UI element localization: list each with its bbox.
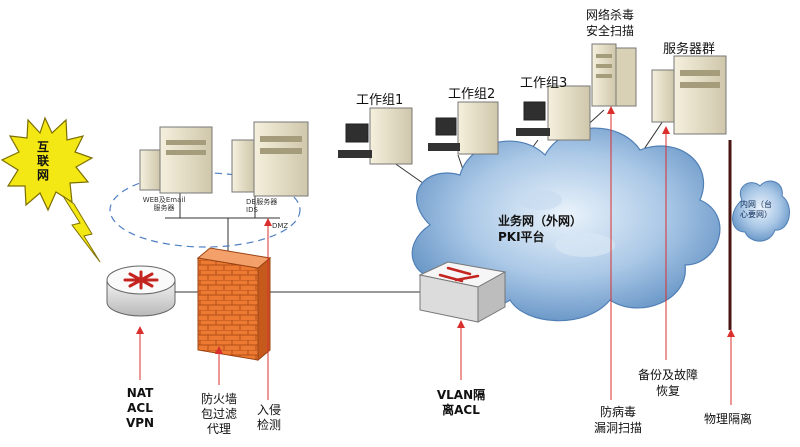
firewall-annotation: 防火墙 包过滤 代理	[200, 392, 237, 436]
switch-icon	[418, 261, 507, 323]
workgroup-2-label: 工作组2	[448, 87, 496, 102]
antivirus-server-icon	[591, 43, 637, 107]
switch-annotation: VLAN隔 离ACL	[436, 388, 486, 417]
isolation-annotation: 物理隔离	[704, 412, 753, 426]
cloud-label-line1: 业务网（外网）	[498, 214, 583, 228]
web-email-server-icon	[139, 126, 213, 194]
dmz-label: DMZ	[272, 222, 289, 230]
internal-network-label: 内网（台 心要网）	[740, 200, 772, 219]
router-icon	[106, 265, 176, 317]
antivirus-scanner-label: 网络杀毒 安全扫描	[585, 8, 634, 38]
lightning-link-icon	[62, 195, 101, 263]
internet-label: 互 联 网	[36, 140, 49, 182]
web-email-server-label: WEB及Email 服务器	[142, 196, 186, 212]
db-server-label: DB服务器 IDS	[246, 198, 278, 214]
workgroup-3-label: 工作组3	[520, 76, 568, 91]
server-farm-icon	[651, 55, 727, 135]
antivirus-annotation: 防病毒 漏洞扫描	[593, 405, 642, 435]
workgroup-1-computer-icon	[338, 107, 413, 165]
internet-burst-icon	[0, 116, 94, 212]
ids-annotation: 入侵 检测	[256, 403, 281, 432]
annotation-arrows	[136, 106, 735, 405]
internal-network-cloud	[732, 180, 790, 242]
backup-annotation: 备份及故障 恢复	[637, 368, 698, 398]
db-server-icon	[231, 121, 309, 197]
firewall-icon	[196, 247, 272, 362]
workgroup-2-computer-icon	[428, 101, 499, 155]
cloud-label-line2: PKI平台	[498, 230, 545, 244]
workgroup-3-computer-icon	[516, 85, 591, 141]
router-annotation: NAT ACL VPN	[125, 386, 155, 430]
workgroup-1-label: 工作组1	[356, 93, 404, 108]
server-farm-label: 服务器群	[663, 42, 716, 57]
